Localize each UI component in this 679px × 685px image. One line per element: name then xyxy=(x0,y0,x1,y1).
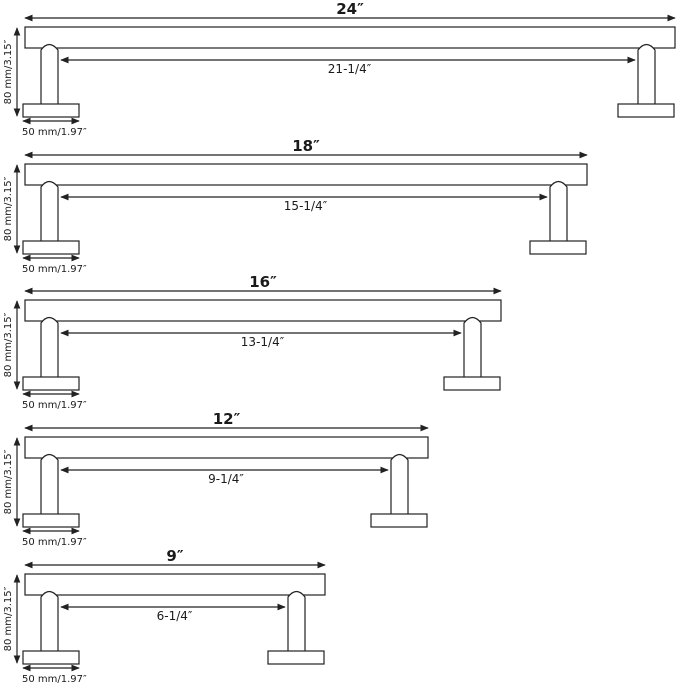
left-base xyxy=(22,650,80,665)
handle-group: 9″ 6-1/4″ 80 mm/3.15″ 50 mm/1.97″ xyxy=(3,547,326,685)
right-base xyxy=(443,376,501,391)
hole-spacing-label: 21-1/4″ xyxy=(328,62,372,76)
hole-spacing-label: 9-1/4″ xyxy=(208,472,244,486)
handle-group: 16″ 13-1/4″ 80 mm/3.15″ 50 mm/1.97″ xyxy=(3,273,502,411)
base-width-label: 50 mm/1.97″ xyxy=(22,674,87,685)
base-width-label: 50 mm/1.97″ xyxy=(22,127,87,138)
hole-spacing-label: 13-1/4″ xyxy=(241,335,285,349)
handle-bar xyxy=(24,163,588,186)
handle-bar xyxy=(24,573,326,596)
overall-length-label: 12″ xyxy=(213,410,241,428)
right-base xyxy=(529,240,587,255)
hole-spacing-label: 15-1/4″ xyxy=(284,199,328,213)
left-post xyxy=(40,316,59,377)
hole-spacing-label: 6-1/4″ xyxy=(157,609,193,623)
right-base xyxy=(617,103,675,118)
handle-group: 24″ 21-1/4″ 80 mm/3.15″ 50 mm/1.97″ xyxy=(3,0,676,138)
right-post xyxy=(463,316,482,377)
left-base xyxy=(22,240,80,255)
height-label: 80 mm/3.15″ xyxy=(3,39,14,104)
right-post xyxy=(549,180,568,241)
right-post xyxy=(637,43,656,104)
base-width-label: 50 mm/1.97″ xyxy=(22,537,87,548)
height-label: 80 mm/3.15″ xyxy=(3,312,14,377)
overall-length-label: 24″ xyxy=(336,0,364,18)
overall-length-label: 18″ xyxy=(292,137,320,155)
left-post xyxy=(40,180,59,241)
handle-group: 18″ 15-1/4″ 80 mm/3.15″ 50 mm/1.97″ xyxy=(3,137,588,275)
height-label: 80 mm/3.15″ xyxy=(3,586,14,651)
height-label: 80 mm/3.15″ xyxy=(3,176,14,241)
left-base xyxy=(22,376,80,391)
base-width-label: 50 mm/1.97″ xyxy=(22,264,87,275)
overall-length-label: 16″ xyxy=(249,273,277,291)
handle-bar xyxy=(24,26,676,49)
right-base xyxy=(267,650,325,665)
left-post xyxy=(40,453,59,514)
right-post xyxy=(390,453,409,514)
left-base xyxy=(22,513,80,528)
right-base xyxy=(370,513,428,528)
left-base xyxy=(22,103,80,118)
handle-bar xyxy=(24,436,429,459)
handle-bar xyxy=(24,299,502,322)
handle-group: 12″ 9-1/4″ 80 mm/3.15″ 50 mm/1.97″ xyxy=(3,410,429,548)
overall-length-label: 9″ xyxy=(166,547,183,565)
left-post xyxy=(40,590,59,651)
left-post xyxy=(40,43,59,104)
height-label: 80 mm/3.15″ xyxy=(3,449,14,514)
base-width-label: 50 mm/1.97″ xyxy=(22,400,87,411)
right-post xyxy=(287,590,306,651)
